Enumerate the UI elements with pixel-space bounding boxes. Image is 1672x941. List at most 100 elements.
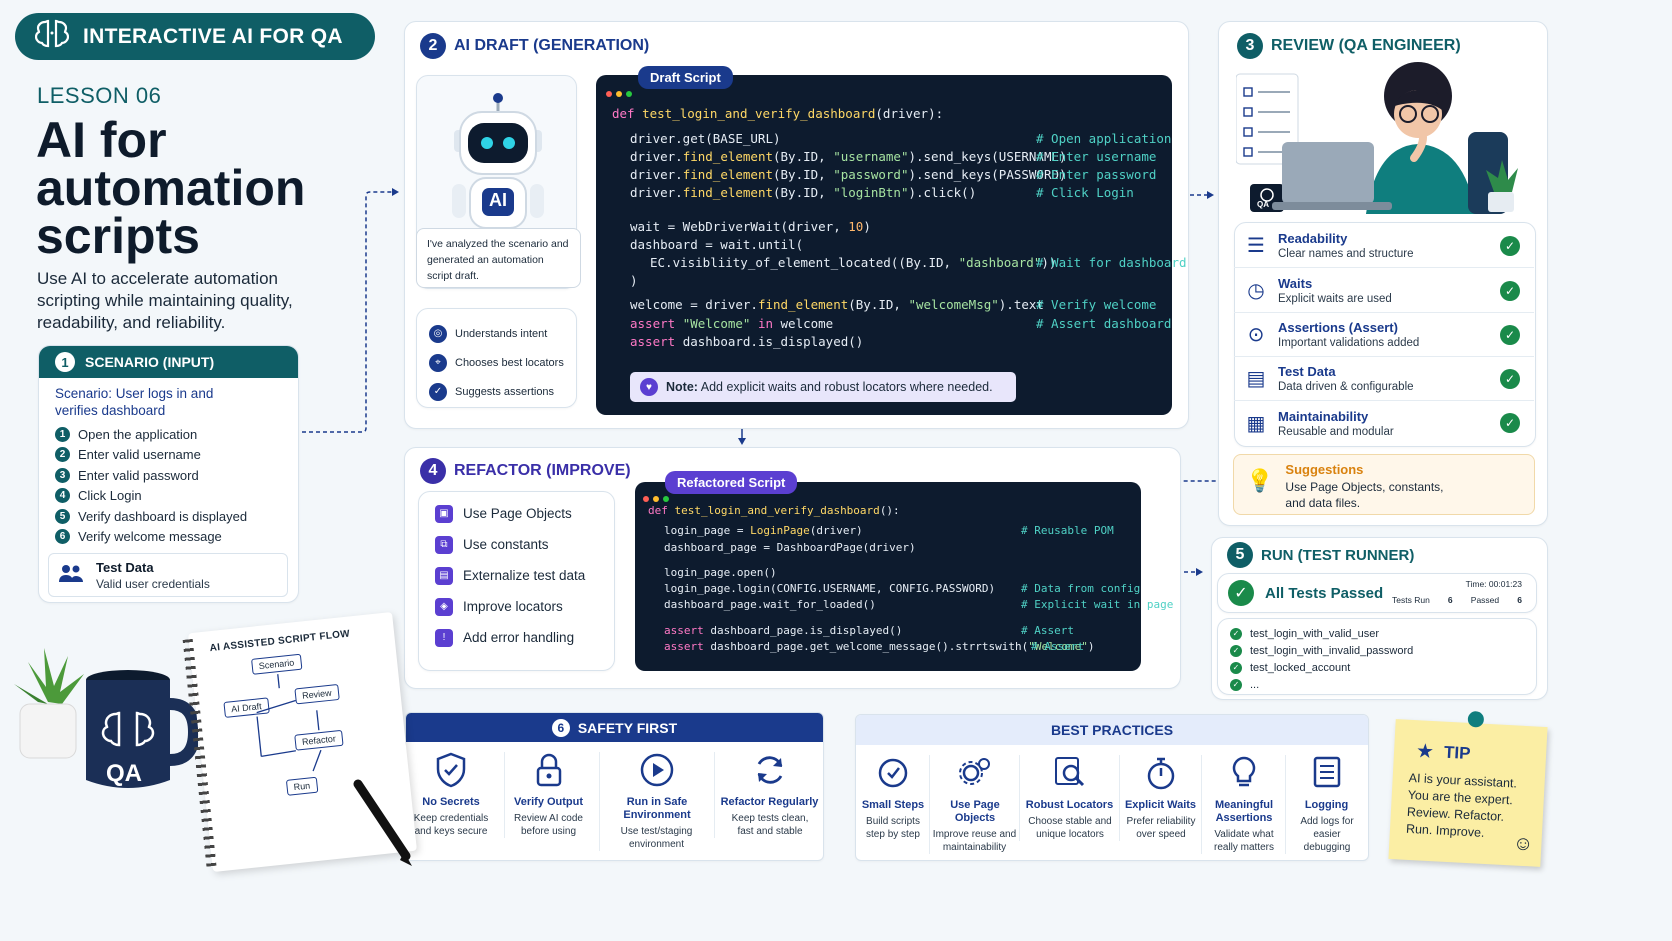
scenario-header: 1 SCENARIO (INPUT) bbox=[39, 346, 298, 378]
readability-icon: ☰ bbox=[1247, 235, 1265, 257]
safety-item: Run in Safe Environment Use test/staging… bbox=[599, 752, 713, 851]
tip-text: AI is your assistant. You are the expert… bbox=[1405, 770, 1518, 840]
tests-run-label: Tests Run bbox=[1392, 595, 1430, 605]
capability-item: ⌖Chooses best locators bbox=[429, 348, 564, 377]
best-practice-item: Explicit Waits Prefer reliability over s… bbox=[1119, 755, 1201, 841]
ai-draft-number: 2 bbox=[420, 33, 446, 59]
data-table-icon: ▤ bbox=[1246, 368, 1266, 390]
stopwatch-icon bbox=[1120, 755, 1201, 795]
refactor-item: ▣Use Page Objects bbox=[435, 498, 598, 529]
refactored-script-pill: Refactored Script bbox=[665, 471, 798, 494]
test-result: ✓test_login_with_invalid_password bbox=[1230, 642, 1524, 659]
test-result: ✓test_locked_account bbox=[1230, 659, 1524, 676]
best-practice-item: Logging Add logs for easier debugging bbox=[1285, 755, 1367, 854]
capabilities-card: ◎Understands intent ⌖Chooses best locato… bbox=[416, 308, 577, 408]
code-comment: # Assert bbox=[1021, 624, 1074, 637]
code-line: assert dashboard.is_displayed() bbox=[630, 334, 864, 349]
code-line: ) bbox=[630, 273, 638, 288]
code-comment: # Click Login bbox=[1036, 185, 1134, 200]
course-badge: INTERACTIVE AI FOR QA bbox=[15, 13, 375, 60]
star-icon: ★ bbox=[1415, 740, 1435, 764]
shield-check-icon: ♥ bbox=[640, 378, 658, 396]
qa-mug-label: QA bbox=[106, 760, 142, 787]
best-practice-item: Small Steps Build scripts step by step bbox=[857, 755, 929, 841]
code-line: EC.visibliity_of_element_located((By.ID,… bbox=[650, 255, 1057, 270]
code-line: wait = WebDriverWait(driver, 10) bbox=[630, 219, 871, 234]
check-icon: ✓ bbox=[1500, 368, 1520, 389]
page-title: AI for automation scripts bbox=[36, 115, 306, 264]
safety-title: SAFETY FIRST bbox=[577, 719, 678, 736]
bulb-icon bbox=[1202, 755, 1285, 795]
check-icon: ✓ bbox=[1500, 413, 1520, 433]
magnifier-icon bbox=[1020, 755, 1119, 795]
test-data-desc: Valid user credentials bbox=[96, 576, 210, 591]
code-comment: # Explicit wait in page bbox=[1021, 598, 1174, 611]
qa-engineer-illustration: QA bbox=[1235, 62, 1536, 219]
code-comment: # Assert bbox=[1031, 640, 1084, 653]
refactored-code-block: def test_login_and_verify_dashboard():lo… bbox=[635, 482, 1173, 671]
code-line: driver.get(BASE_URL) bbox=[630, 131, 781, 146]
plant-illustration bbox=[8, 642, 88, 767]
refactor-list: ▣Use Page Objects ⧉Use constants ▤Extern… bbox=[418, 491, 615, 671]
test-data-title: Test Data bbox=[96, 559, 154, 575]
tests-run-count: 6 bbox=[1447, 595, 1453, 605]
locator-icon: ⌖ bbox=[429, 353, 447, 372]
code-comment: # Data from config bbox=[1021, 582, 1141, 595]
pin-icon bbox=[1467, 710, 1485, 728]
page-objects-icon: ▣ bbox=[435, 504, 453, 523]
ai-speech-bubble: I've analyzed the scenario and generated… bbox=[416, 228, 581, 288]
locator-icon: ◈ bbox=[435, 597, 453, 616]
code-line: driver.find_element(By.ID, "loginBtn").c… bbox=[630, 185, 977, 200]
title-line-2: automation bbox=[36, 160, 306, 216]
refactor-item: ◈Improve locators bbox=[435, 591, 598, 622]
test-result: ✓... bbox=[1230, 676, 1524, 693]
review-number: 3 bbox=[1237, 33, 1263, 59]
code-line: login_page.open() bbox=[664, 566, 777, 579]
target-icon: ◎ bbox=[429, 324, 447, 343]
review-checklist bbox=[1234, 222, 1536, 447]
constants-icon: ⧉ bbox=[435, 535, 453, 554]
draft-code-block: def test_login_and_verify_dashboard(driv… bbox=[596, 75, 1187, 415]
code-comment: # Open application bbox=[1036, 131, 1172, 146]
passed-label: Passed bbox=[1470, 595, 1500, 605]
code-comment: # Reusable POM bbox=[1021, 524, 1114, 537]
test-data-box: Test Data Valid user credentials bbox=[48, 553, 288, 597]
code-comment: # Enter password bbox=[1036, 167, 1157, 182]
best-practice-item: Use Page Objects Improve reuse and maint… bbox=[929, 755, 1019, 854]
tip-title: TIP bbox=[1443, 742, 1471, 763]
check-icon: ✓ bbox=[1230, 678, 1242, 691]
pen-icon bbox=[352, 778, 416, 873]
refactor-number: 4 bbox=[420, 458, 446, 484]
code-line: welcome = driver.find_element(By.ID, "we… bbox=[630, 297, 1044, 312]
lock-icon bbox=[505, 752, 592, 792]
code-line: dashboard_page.wait_for_loaded() bbox=[664, 598, 876, 611]
suggestions-title: Suggestions bbox=[1285, 462, 1364, 477]
page-subtitle: Use AI to accelerate automation scriptin… bbox=[37, 269, 293, 332]
test-result: ✓test_login_with_valid_user bbox=[1230, 625, 1524, 642]
title-line-3: scripts bbox=[36, 208, 200, 264]
clock-icon: ◷ bbox=[1247, 280, 1265, 302]
code-line: assert "Welcome" in welcome bbox=[630, 316, 834, 331]
notebook-flow-lines bbox=[256, 674, 322, 772]
best-practices-header: BEST PRACTICES bbox=[856, 715, 1368, 745]
refresh-icon bbox=[715, 752, 824, 792]
passed-check-icon: ✓ bbox=[1228, 580, 1254, 606]
suggestions-box: 💡 Suggestions Use Page Objects, constant… bbox=[1233, 454, 1535, 515]
review-mug-label: QA bbox=[1257, 200, 1269, 209]
safety-number: 6 bbox=[551, 718, 570, 737]
code-line: dashboard = wait.until( bbox=[630, 237, 804, 252]
log-icon bbox=[1286, 755, 1367, 795]
smiley-icon: ☺ bbox=[1512, 832, 1534, 856]
passed-count: 6 bbox=[1517, 595, 1522, 605]
code-line: dashboard_page = DashboardPage(driver) bbox=[664, 541, 916, 554]
safety-panel: 6 SAFETY FIRST bbox=[405, 712, 824, 861]
scenario-number: 1 bbox=[55, 352, 75, 372]
code-line: login_page = LoginPage(driver) bbox=[664, 524, 863, 537]
code-comment: # Enter username bbox=[1036, 149, 1157, 164]
